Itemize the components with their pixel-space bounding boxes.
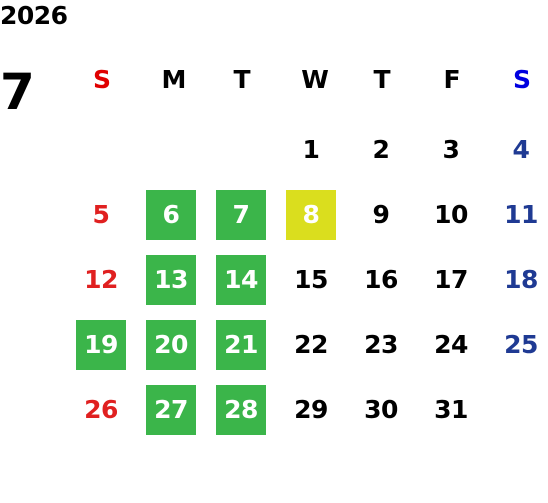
day-cell-18[interactable]: 18 [504,265,538,294]
weekday-monday: M [161,65,187,94]
day-cell-17[interactable]: 17 [434,265,468,294]
day-cell-26[interactable]: 26 [84,395,118,424]
day-cell-11[interactable]: 11 [504,200,538,229]
day-cell-27[interactable]: 27 [146,385,196,435]
day-cell-2[interactable]: 2 [372,135,390,164]
day-cell-16[interactable]: 16 [364,265,398,294]
year-label: 2026 [0,1,68,30]
day-cell-9[interactable]: 9 [372,200,390,229]
day-cell-1[interactable]: 1 [302,135,320,164]
day-cell-28[interactable]: 28 [216,385,266,435]
weekday-thursday: T [373,65,391,94]
weekday-sunday: S [92,65,111,94]
day-cell-3[interactable]: 3 [442,135,460,164]
day-cell-19[interactable]: 19 [76,320,126,370]
day-cell-7[interactable]: 7 [216,190,266,240]
day-cell-10[interactable]: 10 [434,200,468,229]
weekday-tuesday: T [233,65,251,94]
day-cell-23[interactable]: 23 [364,330,398,359]
month-label: 7 [0,63,35,121]
day-cell-24[interactable]: 24 [434,330,468,359]
day-cell-15[interactable]: 15 [294,265,328,294]
day-cell-14[interactable]: 14 [216,255,266,305]
weekday-saturday: S [512,65,531,94]
day-cell-29[interactable]: 29 [294,395,328,424]
day-cell-12[interactable]: 12 [84,265,118,294]
day-cell-8[interactable]: 8 [286,190,336,240]
day-cell-13[interactable]: 13 [146,255,196,305]
weekday-friday: F [443,65,461,94]
weekday-wednesday: W [301,65,329,94]
day-cell-21[interactable]: 21 [216,320,266,370]
day-cell-25[interactable]: 25 [504,330,538,359]
day-cell-5[interactable]: 5 [92,200,110,229]
day-cell-6[interactable]: 6 [146,190,196,240]
day-cell-31[interactable]: 31 [434,395,468,424]
day-cell-22[interactable]: 22 [294,330,328,359]
day-cell-4[interactable]: 4 [512,135,530,164]
day-cell-30[interactable]: 30 [364,395,398,424]
day-cell-20[interactable]: 20 [146,320,196,370]
